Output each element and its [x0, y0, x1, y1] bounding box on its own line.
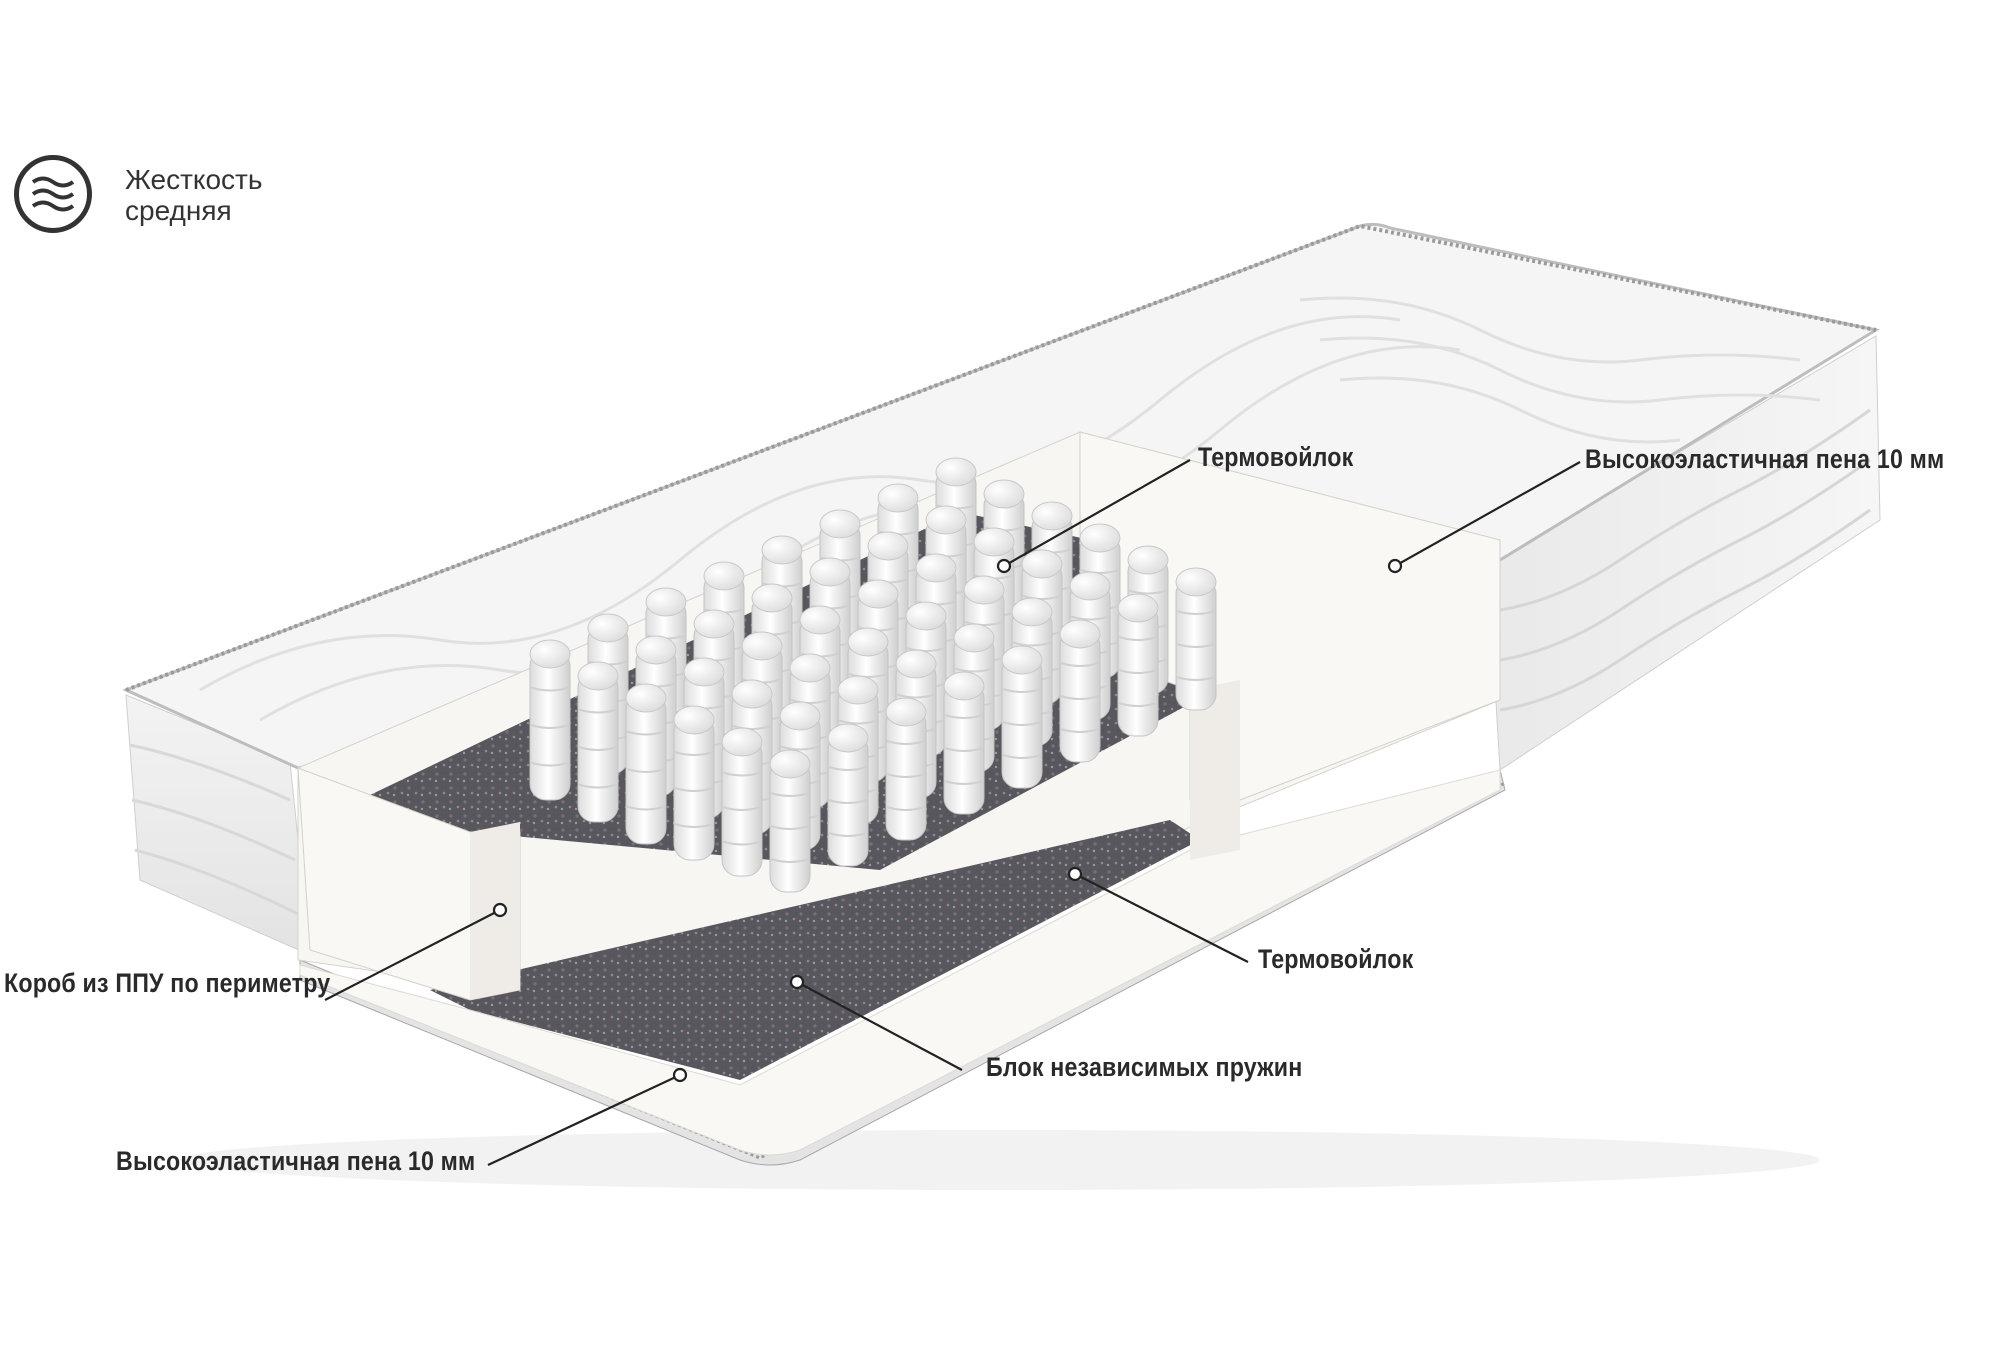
pocket-spring [673, 705, 715, 861]
stiffness-line2: средняя [125, 195, 232, 226]
stiffness-line1: Жесткость [125, 164, 263, 195]
spring-block [529, 457, 1217, 893]
firmness-waves-icon [14, 155, 92, 233]
pocket-spring [827, 723, 869, 867]
pocket-spring [577, 661, 619, 823]
pocket-spring [943, 671, 985, 815]
pocket-spring [769, 749, 811, 893]
callout-spring-block: Блок независимых пружин [986, 1052, 1303, 1082]
pocket-spring [1001, 645, 1043, 789]
pocket-spring [1117, 593, 1159, 737]
stiffness-indicator: Жесткость средняя [10, 155, 330, 255]
pocket-spring [625, 683, 667, 845]
callout-top-foam: Высокоэластичная пена 10 мм [1585, 444, 1945, 474]
callout-top-felt: Термовойлок [1198, 442, 1354, 472]
callout-bottom-felt: Термовойлок [1258, 944, 1414, 974]
pocket-spring [1059, 619, 1101, 763]
stiffness-text: Жесткость средняя [125, 164, 262, 226]
pocket-spring [721, 727, 763, 877]
callout-bottom-foam: Высокоэластичная пена 10 мм [116, 1146, 476, 1176]
pocket-spring [1175, 567, 1217, 711]
pocket-spring [529, 639, 571, 801]
pocket-spring [885, 697, 927, 841]
callout-perimeter-box: Короб из ППУ по периметру [4, 968, 331, 998]
